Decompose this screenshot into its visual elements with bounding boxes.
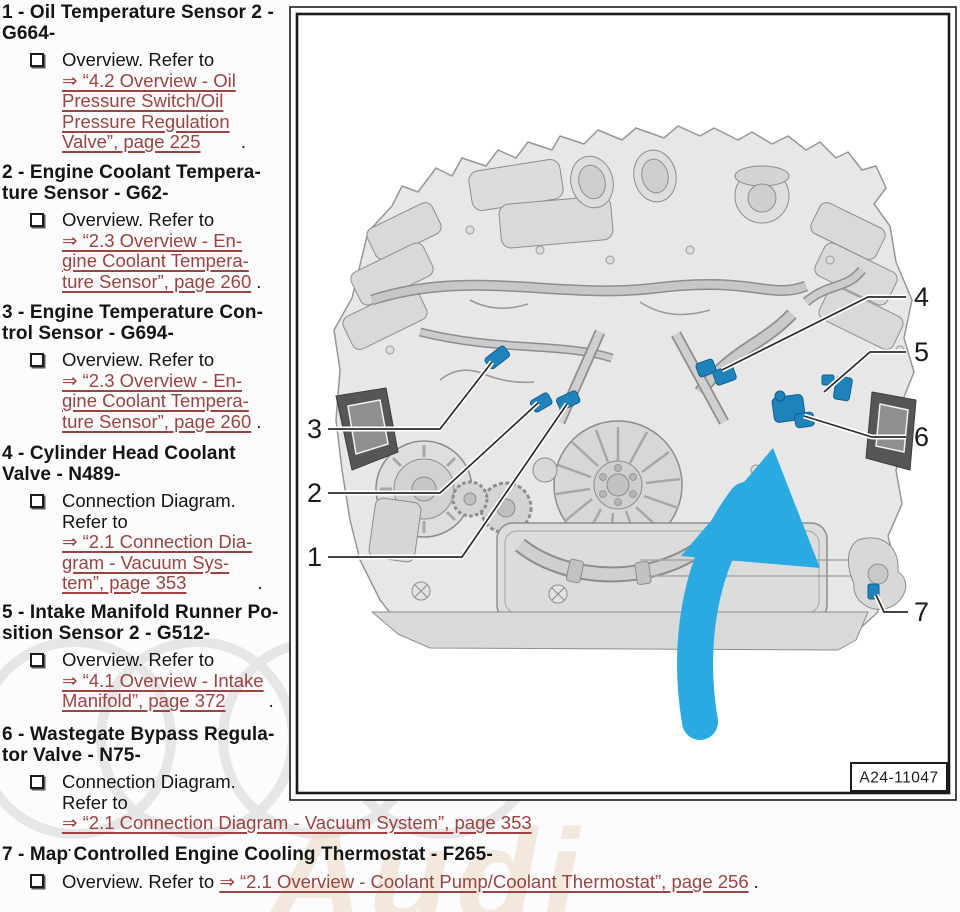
highlighted-sensor-g664 <box>555 390 581 411</box>
figure-code-box: A24-11047 <box>850 762 948 792</box>
engine-figure: 1 2 3 4 5 6 7 A24-11047 <box>289 6 957 801</box>
item-3-overview-link[interactable]: ⇒ “2.3 Overview - En- gine Coolant Tempe… <box>62 369 252 432</box>
checkbox-bullet-icon <box>30 213 44 227</box>
callout-7-label: 7 <box>914 597 929 627</box>
legend-item-3: 3 - Engine Temperature Con- trol Sensor … <box>2 302 290 433</box>
item-1-suffix: . <box>240 131 246 152</box>
item-1-overview-text: Overview. Refer to <box>62 49 215 70</box>
item-3-title: 3 - Engine Temperature Con- trol Sensor … <box>2 302 263 344</box>
item-5-title: 5 - Intake Manifold Runner Po- sition Se… <box>2 602 279 644</box>
item-2-overview-text: Overview. Refer to <box>62 209 215 230</box>
callout-5-label: 5 <box>914 337 929 367</box>
legend-item-4: 4 - Cylinder Head Coolant Valve - N489- … <box>2 443 290 594</box>
item-5-suffix: . <box>268 690 274 711</box>
audi-text-watermark: Audi <box>268 802 586 912</box>
callout-3-label: 3 <box>307 414 322 444</box>
callout-6-label: 6 <box>914 422 929 452</box>
highlighted-components <box>484 345 880 600</box>
callout-6-leader <box>803 415 906 438</box>
checkbox-bullet-icon <box>30 775 44 789</box>
checkbox-bullet-icon <box>30 494 44 508</box>
checkbox-bullet-icon <box>30 53 44 67</box>
legend-item-1: 1 - Oil Temperature Sensor 2 - G664- Ove… <box>2 2 290 153</box>
item-4-suffix: . <box>257 572 263 593</box>
item-3-overview-text: Overview. Refer to <box>62 349 215 370</box>
checkbox-bullet-icon <box>30 353 44 367</box>
item-6-connection-text: Connection Diagram. Refer to <box>62 771 236 813</box>
callout-1-leader <box>328 403 568 558</box>
item-4-title: 4 - Cylinder Head Coolant Valve - N489- <box>2 443 236 485</box>
callout-1-label: 1 <box>307 542 322 572</box>
item-2-suffix: . <box>256 270 262 292</box>
highlighted-valve-n489 <box>695 358 737 386</box>
item-2-title: 2 - Engine Coolant Tempera- ture Sensor … <box>2 162 261 204</box>
callout-4-label: 4 <box>914 282 929 312</box>
item-3-suffix: . <box>256 410 262 432</box>
legend-item-2: 2 - Engine Coolant Tempera- ture Sensor … <box>2 162 290 293</box>
checkbox-bullet-icon <box>30 653 44 667</box>
item-7-overview-text: Overview. Refer to <box>62 871 220 892</box>
item-5-overview-text: Overview. Refer to <box>62 649 215 670</box>
callout-2-leader <box>328 402 539 494</box>
item-7-title: 7 - Map Controlled Engine Cooling Thermo… <box>2 844 493 865</box>
legend-item-6: 6 - Wastegate Bypass Regula- tor Valve -… <box>2 724 532 856</box>
callout-leaders <box>328 294 908 615</box>
blue-arrow-annotation <box>677 448 820 740</box>
item-4-connection-text: Connection Diagram. Refer to <box>62 490 236 532</box>
item-7-suffix: . <box>753 871 759 892</box>
callout-4-leader <box>721 296 906 371</box>
callout-5-leader <box>823 351 906 393</box>
item-7-overview-link[interactable]: ⇒ “2.1 Overview - Coolant Pump/Coolant T… <box>219 871 749 892</box>
figure-code-label: A24-11047 <box>859 770 938 787</box>
item-1-overview-link[interactable]: ⇒ “4.2 Overview - Oil Pressure Switch/Oi… <box>62 69 236 152</box>
callout-7-leader <box>875 594 908 613</box>
legend-item-5: 5 - Intake Manifold Runner Po- sition Se… <box>2 602 290 712</box>
callout-2-label: 2 <box>307 478 322 508</box>
item-4-connection-link[interactable]: ⇒ “2.1 Connection Dia- gram - Vacuum Sys… <box>62 531 253 593</box>
item-6-title: 6 - Wastegate Bypass Regula- tor Valve -… <box>2 724 275 766</box>
item-6-suffix: . <box>67 834 73 855</box>
item-5-overview-link[interactable]: ⇒ “4.1 Overview - Intake Manifold”, page… <box>62 669 264 711</box>
callout-3-leader <box>328 361 493 430</box>
item-6-connection-link[interactable]: ⇒ “2.1 Connection Diagram - Vacuum Syste… <box>62 812 532 833</box>
item-1-title: 1 - Oil Temperature Sensor 2 - G664- <box>2 2 274 44</box>
item-2-overview-link[interactable]: ⇒ “2.3 Overview - En- gine Coolant Tempe… <box>62 229 252 292</box>
checkbox-bullet-icon <box>30 874 44 888</box>
legend-item-7: 7 - Map Controlled Engine Cooling Thermo… <box>2 844 952 893</box>
